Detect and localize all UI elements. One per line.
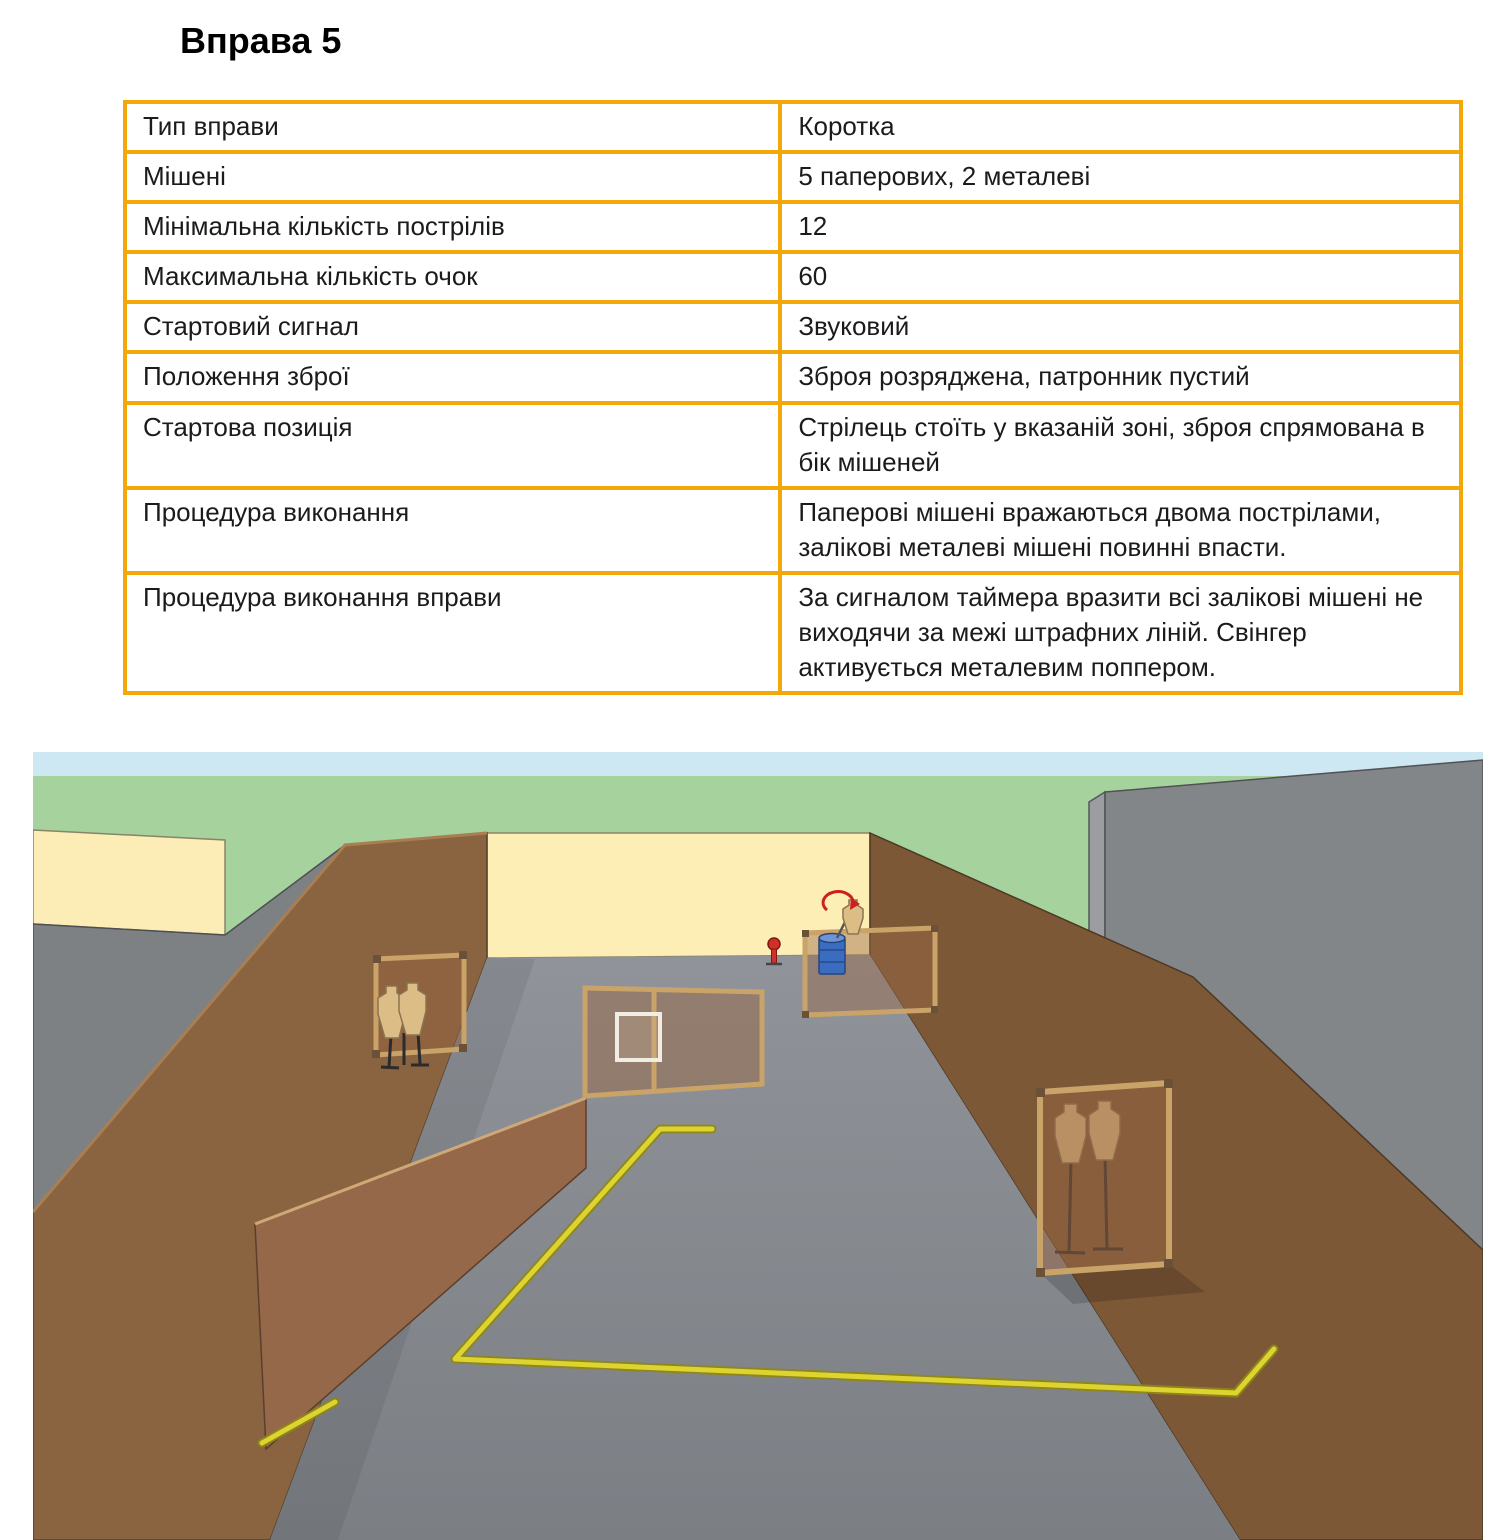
row-label-cell: Мішені (127, 154, 783, 201)
door-window-frame (615, 1012, 662, 1062)
table-row: Процедура виконання вправи За сигналом т… (127, 570, 1459, 692)
row-label-cell: Стартовий сигнал (127, 304, 783, 351)
swinger-target (821, 890, 864, 939)
row-label-cell: Стартова позиція (127, 404, 783, 486)
row-label-cell: Процедура виконання (127, 489, 783, 571)
door-barrier (582, 985, 765, 1099)
adjacent-bay-wall-cream (33, 829, 226, 936)
left-wall-top-edge (33, 831, 488, 1213)
table-row: Тип вправи Коротка (127, 104, 1459, 151)
mesh-screen-right (1036, 1079, 1173, 1277)
row-value-cell: Паперові мішені вражаються двома постріл… (798, 496, 1382, 562)
paper-target (398, 982, 427, 1036)
table-row: Положення зброї Зброя розряджена, патрон… (127, 350, 1459, 401)
row-value-cell: Зброя розряджена, патронник пустий (798, 361, 1250, 392)
row-label-cell: Максимальна кількість очок (127, 254, 783, 301)
table-row: Процедура виконання Паперові мішені враж… (127, 485, 1459, 571)
popper (766, 937, 782, 966)
row-value-cell: За сигналом таймера вразити всі залікові… (798, 581, 1424, 683)
range-3d-diagram (33, 752, 1483, 1540)
range-floor (270, 955, 1240, 1540)
paper-targets-left (377, 982, 429, 1070)
row-value-cell: Коротка (798, 111, 895, 141)
row-label-cell: Тип вправи (127, 104, 783, 151)
row-label-cell: Положення зброї (127, 354, 783, 401)
barrel (818, 932, 846, 975)
row-label-cell: Мінімальна кількість пострілів (127, 204, 783, 251)
table-row: Стартовий сигнал Звуковий (127, 300, 1459, 351)
page-title: Вправа 5 (180, 20, 342, 61)
table-row: Мішені 5 паперових, 2 металеві (127, 150, 1459, 201)
row-value-cell: 60 (798, 261, 828, 292)
swinger-arrowhead (850, 898, 860, 910)
table-row: Стартова позиція Стрілець стоїть у вказа… (127, 400, 1459, 486)
floor-shadow-right-screen (1040, 1264, 1205, 1304)
row-value-cell: 12 (798, 211, 828, 242)
table-row: Максимальна кількість очок 60 (127, 250, 1459, 301)
swinger-rotation-arrow (821, 890, 855, 912)
row-value-cell: Звуковий (798, 311, 910, 342)
range-3d-svg (33, 752, 1483, 1540)
row-value-cell: 5 паперових, 2 металеві (798, 161, 1091, 192)
fault-lines (257, 1124, 1279, 1448)
long-barrier-top-edge (254, 1096, 587, 1226)
table-row: Мінімальна кількість пострілів 12 (127, 200, 1459, 251)
row-label-cell: Процедура виконання вправи (127, 574, 783, 692)
row-value-cell: Стрілець стоїть у вказаній зоні, зброя с… (798, 411, 1425, 477)
exercise-spec-table: Тип вправи Коротка Мішені 5 паперових, 2… (123, 100, 1463, 696)
